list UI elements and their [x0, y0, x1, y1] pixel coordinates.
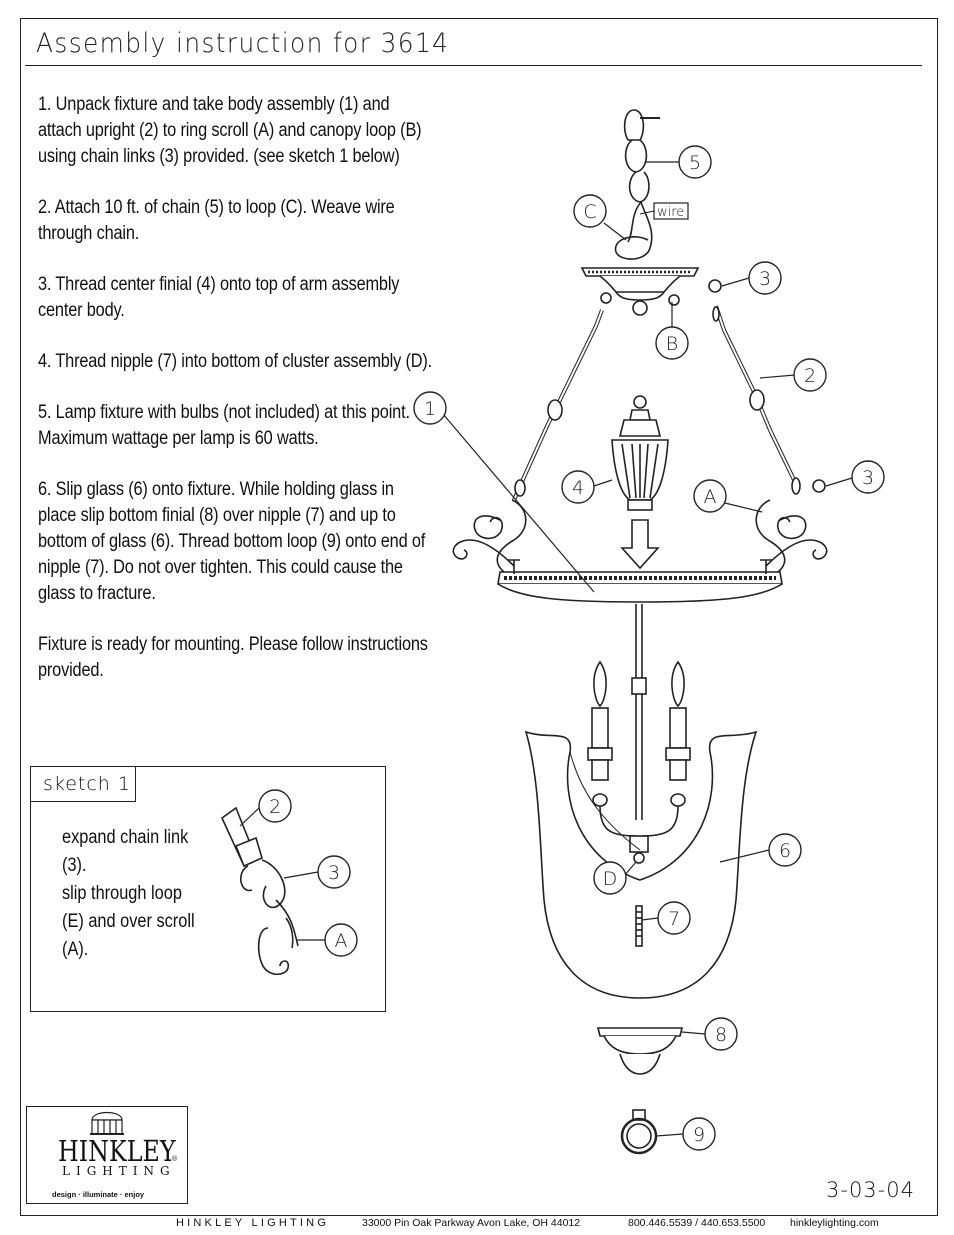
callout-d [593, 861, 627, 895]
step-5: 5. Lamp fixture with bulbs (not included… [38, 402, 410, 449]
step-1: 1. Unpack fixture and take body assembly… [38, 94, 422, 167]
bottom-loop [620, 1109, 658, 1155]
footer-website: hinkleylighting.com [790, 1217, 879, 1229]
sketch-line: expand chain link [62, 827, 189, 848]
sketch-callout-label: 2 [269, 796, 281, 818]
canopy [580, 267, 700, 316]
sketch-instructions: expand chain link (3). slip through loop… [62, 824, 200, 964]
callout-label: 9 [693, 1124, 705, 1146]
callout-label: C [583, 201, 596, 223]
nipple [635, 905, 643, 947]
callout-label: 3 [862, 467, 874, 489]
callout-3 [748, 261, 782, 295]
callout-label: A [704, 486, 717, 508]
sketch-line: slip through loop [62, 883, 182, 904]
sketch-line: (A). [62, 939, 89, 960]
callout-1 [413, 391, 447, 425]
sketch-line: (3). [62, 855, 87, 876]
center-finial [611, 395, 669, 511]
callout-4 [561, 470, 595, 504]
arm-assembly [587, 604, 691, 864]
footer: HINKLEY LIGHTING 33000 Pin Oak Parkway A… [0, 1217, 954, 1231]
page-title: Assembly instruction for 3614 [36, 28, 450, 59]
callout-c [573, 194, 607, 228]
sketch-callout-2 [258, 789, 292, 823]
leader-lines [239, 161, 853, 1137]
callout-label: 5 [689, 152, 701, 174]
logo-name: HINKLEY [58, 1134, 176, 1168]
sketch-callout-3 [317, 855, 351, 889]
callout-label: 2 [804, 365, 816, 387]
callout-label: 7 [668, 908, 680, 930]
instruction-steps: 1. Unpack fixture and take body assembly… [38, 92, 438, 709]
sketch-label: sketch 1 [43, 773, 131, 795]
chain-link [812, 479, 826, 493]
title-rule [25, 65, 922, 66]
logo-subtitle: LIGHTING [62, 1164, 176, 1178]
logo-registered: ® [172, 1156, 178, 1163]
sketch-callout-label: A [335, 930, 348, 952]
callout-b [655, 326, 689, 360]
page-frame [20, 18, 938, 1216]
callout-label: B [666, 333, 678, 355]
sketch-callout-label: 3 [328, 862, 340, 884]
callout-label: D [603, 868, 618, 890]
callout-label: 6 [779, 840, 791, 862]
callout-9 [682, 1117, 716, 1151]
sketch-tab [30, 766, 136, 802]
footer-phone: 800.446.5539 / 440.653.5500 [628, 1217, 766, 1229]
sketch-box [30, 766, 386, 1012]
callout-label: 8 [715, 1024, 727, 1046]
callout-label: 4 [572, 477, 584, 499]
mounting-note: Fixture is ready for mounting. Please fo… [38, 634, 428, 681]
callout-label: 1 [424, 398, 436, 420]
callout-6 [768, 833, 802, 867]
body-ring [452, 499, 828, 603]
callout-7 [657, 901, 691, 935]
logo-tagline: design · illuminate · enjoy [52, 1190, 145, 1199]
hinkley-logo-icon [90, 1111, 124, 1135]
sketch-drawing [220, 806, 299, 976]
callout-3b [851, 460, 885, 494]
callout-label: 3 [759, 268, 771, 290]
chain-illustration [614, 109, 660, 260]
bottom-finial [596, 1027, 684, 1075]
arrow-down-icon [620, 519, 660, 570]
logo-box [26, 1106, 188, 1204]
footer-brand: HINKLEY LIGHTING [176, 1217, 330, 1229]
wire-label: wire [657, 205, 684, 220]
callout-a [693, 479, 727, 513]
sketch-line: (E) and over scroll [62, 911, 195, 932]
footer-address: 33000 Pin Oak Parkway Avon Lake, OH 4401… [362, 1217, 581, 1229]
callout-5 [678, 145, 712, 179]
step-4: 4. Thread nipple (7) into bottom of clus… [38, 351, 433, 372]
glass-inner-curve [569, 751, 641, 851]
sketch-callout-a [324, 923, 358, 957]
chain-link [708, 279, 722, 293]
callout-2 [793, 358, 827, 392]
uprights [512, 305, 801, 501]
glass-bowl [524, 730, 758, 999]
step-3: 3. Thread center finial (4) onto top of … [38, 274, 400, 321]
step-2: 2. Attach 10 ft. of chain (5) to loop (C… [38, 197, 395, 244]
revision-date: 3-03-04 [826, 1178, 915, 1202]
step-6: 6. Slip glass (6) onto fixture. While ho… [38, 479, 426, 604]
callout-8 [704, 1017, 738, 1051]
